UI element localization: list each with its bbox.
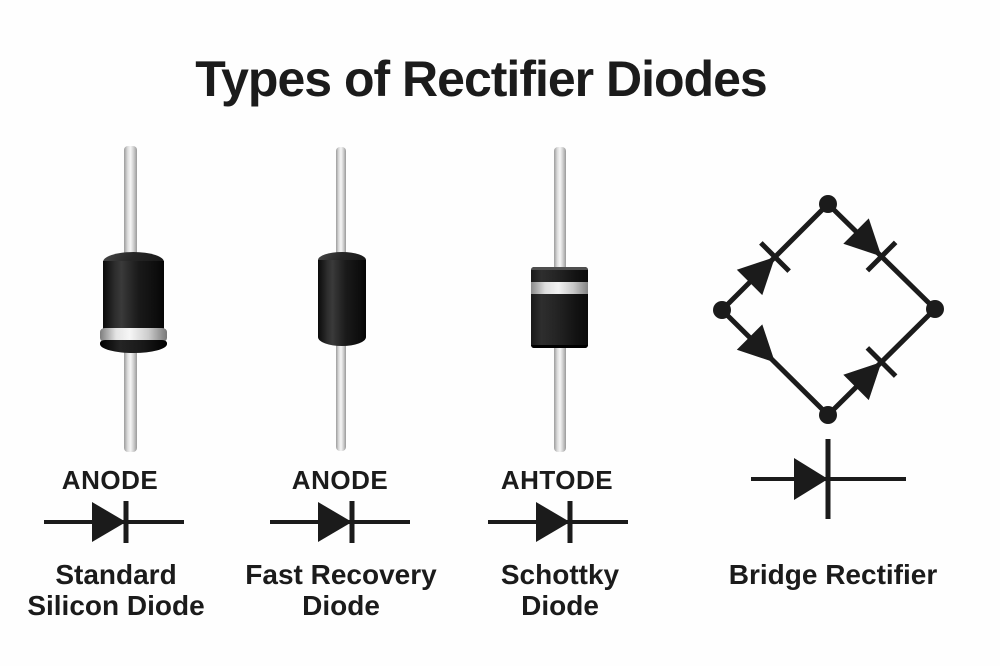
cathode-bar — [865, 346, 898, 378]
diode-name-bridge: Bridge Rectifier — [729, 559, 938, 590]
package-bottom-edge — [531, 345, 588, 348]
terminal-label-fast-recovery: ANODE — [291, 465, 389, 495]
diode-name-fast-recovery: Fast Recovery Diode — [245, 559, 436, 621]
package-body — [318, 260, 366, 346]
diode-package-fast-recovery — [316, 252, 368, 346]
bridge-node-top — [819, 195, 837, 213]
bridge-edge-bottom-left — [720, 308, 830, 417]
diode-triangle — [794, 458, 828, 500]
name-line-2: Silicon Diode — [27, 590, 205, 621]
bridge-node-right — [926, 300, 944, 318]
bridge-diode-top-right — [843, 218, 898, 273]
bridge-rectifier-symbol — [713, 195, 944, 519]
name-line-1: Fast Recovery — [245, 559, 437, 590]
diode-symbol-fast-recovery — [270, 501, 410, 543]
diode-symbol-schottky — [488, 501, 628, 543]
diode-name-schottky: Schottky Diode — [501, 559, 619, 621]
name-line-1: Bridge Rectifier — [728, 559, 938, 590]
package-bottom-rim — [100, 340, 167, 353]
cathode-bar — [865, 240, 898, 273]
diode-triangle — [843, 218, 882, 257]
diode-triangle — [536, 502, 570, 542]
package-body — [103, 261, 164, 329]
diode-symbol-standard — [44, 501, 184, 543]
bridge-output-diode-symbol — [751, 439, 906, 519]
package-top-edge — [531, 267, 588, 270]
diode-triangle — [318, 502, 352, 542]
diode-name-standard: Standard Silicon Diode — [27, 559, 204, 621]
bridge-node-bottom — [819, 406, 837, 424]
page-title: Types of Rectifier Diodes — [195, 51, 767, 107]
diode-triangle — [92, 502, 126, 542]
name-line-2: Diode — [521, 590, 599, 621]
terminal-label-standard: ANODE — [61, 465, 159, 495]
name-line-2: Diode — [302, 590, 380, 621]
bridge-node-left — [713, 301, 731, 319]
name-line-1: Schottky — [500, 559, 620, 590]
name-line-1: Standard — [55, 559, 177, 590]
diode-package-schottky — [531, 267, 588, 348]
terminal-label-schottky: AHTODE — [500, 465, 614, 495]
diode-package-standard — [100, 252, 167, 353]
cathode-band — [531, 282, 588, 294]
cathode-band — [100, 328, 167, 342]
cathode-bar — [759, 241, 791, 273]
